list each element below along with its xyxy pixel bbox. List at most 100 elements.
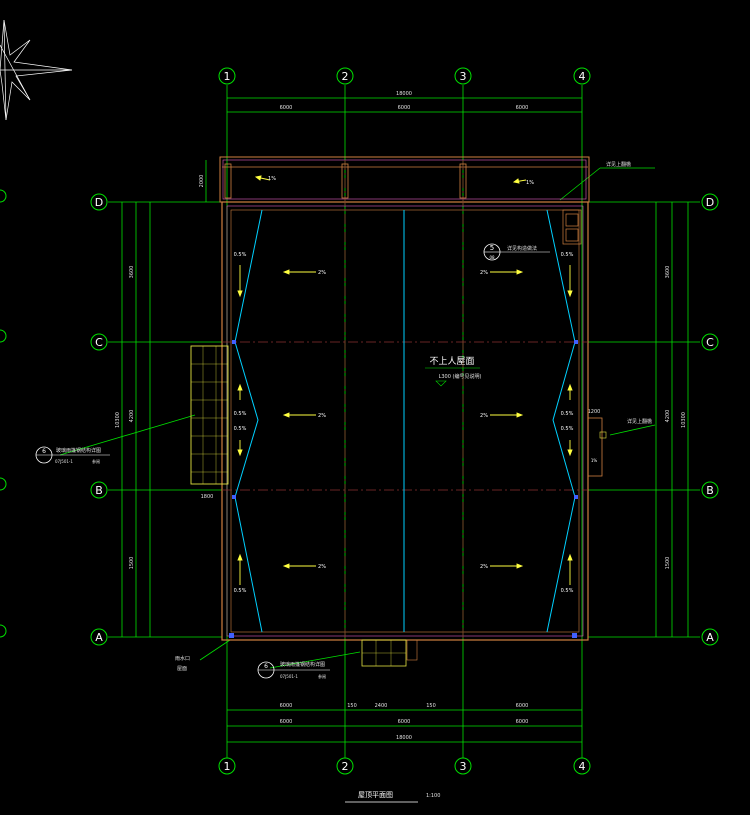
drawing-title-block: 屋顶平面图 1:100 bbox=[345, 791, 440, 803]
slope-label-r3-left: 2% bbox=[318, 564, 326, 570]
axis-label-row-b-right: B bbox=[706, 484, 714, 497]
axis-label-row-d-right: D bbox=[706, 196, 714, 209]
dim-left-seg-3: 1500 bbox=[129, 557, 135, 570]
axis-label-col-2-bottom: 2 bbox=[342, 760, 349, 773]
detail-callout-bottom: 6 玻璃雨篷钢结构详图 07J501-1 参阅 bbox=[257, 661, 330, 679]
roof-perimeter bbox=[221, 201, 589, 641]
dim-bottom-r1-3: 2400 bbox=[375, 703, 388, 709]
slope-label-r1-left: 2% bbox=[318, 270, 326, 276]
axis-label-col-1-bottom: 1 bbox=[224, 760, 231, 773]
roof-type-annotation: 不上人屋面 L300 (编号见说明) bbox=[425, 356, 482, 387]
detail-sheet-08: 08 bbox=[489, 255, 495, 260]
dim-canopy-width: 1800 bbox=[201, 494, 214, 500]
detail-number-6-bottom: 6 bbox=[264, 663, 268, 670]
drawing-title: 屋顶平面图 bbox=[358, 791, 393, 799]
axis-label-row-b-left: B bbox=[95, 484, 103, 497]
slope-label-r2-left: 2% bbox=[318, 413, 326, 419]
slope-label-top-left: 1% bbox=[268, 176, 276, 182]
structural-axes bbox=[222, 160, 588, 640]
drainage-ridges bbox=[234, 209, 576, 633]
dim-bottom-r2-1: 6000 bbox=[280, 719, 293, 725]
axis-label-col-3-top: 3 bbox=[460, 70, 467, 83]
dim-left-seg-1: 3600 bbox=[129, 266, 135, 279]
column-axis-bubbles-top bbox=[218, 67, 591, 85]
dim-top-seg-2: 6000 bbox=[398, 105, 411, 111]
canopy-note-left: 玻璃雨篷钢结构详图 bbox=[56, 447, 101, 454]
dim-bottom-total: 18000 bbox=[396, 735, 412, 741]
slope-label-r3-right: 2% bbox=[480, 564, 488, 570]
dim-right-seg-2: 4200 bbox=[665, 410, 671, 423]
drain-note-sub: 屋面 bbox=[177, 666, 187, 672]
axis-label-col-1-top: 1 bbox=[224, 70, 231, 83]
north-arrow-icon bbox=[0, 19, 73, 121]
right-canopy-slope: 1% bbox=[591, 458, 598, 463]
axis-label-row-a-right: A bbox=[706, 631, 714, 644]
gutter-note: 详见上翻檐 bbox=[606, 161, 631, 168]
drain-markers bbox=[229, 340, 578, 638]
slope-label-top-right: 1% bbox=[526, 180, 534, 186]
dim-right-seg-1: 3600 bbox=[665, 266, 671, 279]
dim-bottom-r1-2: 150 bbox=[347, 703, 357, 709]
roof-type-label: 不上人屋面 bbox=[429, 356, 474, 367]
dim-right-seg-3: 1500 bbox=[665, 557, 671, 570]
roof-hatch bbox=[562, 209, 582, 245]
dim-bottom-r2-2: 6000 bbox=[398, 719, 411, 725]
detail-callout-top: 5 08 详见构造做法 bbox=[483, 243, 550, 261]
bottom-canopy bbox=[361, 639, 418, 667]
slope-label-r2-right: 2% bbox=[480, 413, 488, 419]
dim-bottom-r2-3: 6000 bbox=[516, 719, 529, 725]
axis-label-col-3-bottom: 3 bbox=[460, 760, 467, 773]
dim-bottom-r1-5: 6000 bbox=[516, 703, 529, 709]
detail-refer-bottom: 参阅 bbox=[318, 673, 326, 679]
slope-label-r1-right: 2% bbox=[480, 270, 488, 276]
dim-top-total: 18000 bbox=[396, 91, 412, 97]
slope-half-4: 0.5% bbox=[234, 426, 247, 432]
right-canopy: 详见上翻檐 1% bbox=[587, 417, 652, 477]
axis-label-row-c-right: C bbox=[706, 336, 714, 349]
slope-half-5: 0.5% bbox=[561, 411, 574, 417]
slope-half-3: 0.5% bbox=[234, 411, 247, 417]
drain-note-text: 雨水口 bbox=[175, 655, 190, 662]
axis-label-row-c-left: C bbox=[95, 336, 103, 349]
axis-guides bbox=[59, 85, 700, 758]
slope-half-1: 0.5% bbox=[234, 252, 247, 258]
slope-half-8: 0.5% bbox=[561, 588, 574, 594]
dim-overhang: 2000 bbox=[199, 175, 205, 188]
row-axis-bubbles-right bbox=[701, 193, 719, 646]
dim-top-seg-1: 6000 bbox=[280, 105, 293, 111]
column-axis-bubbles-bottom bbox=[218, 757, 591, 775]
detail-callout-left: 6 玻璃雨篷钢结构详图 07J501-1 参阅 bbox=[35, 446, 110, 464]
row-axis-bubbles-left bbox=[90, 193, 108, 646]
dim-canopy-depth-right: 1200 bbox=[588, 409, 601, 415]
slope-half-2: 0.5% bbox=[561, 252, 574, 258]
roof-spec-label: L300 (编号见说明) bbox=[439, 373, 482, 380]
detail-refer-left: 参阅 bbox=[92, 458, 100, 464]
drawing-scale: 1:100 bbox=[426, 793, 440, 799]
detail-ref-top-text: 详见构造做法 bbox=[507, 245, 537, 252]
detail-ref-bottom-text: 玻璃雨篷钢结构详图 bbox=[280, 661, 325, 668]
gutter-posts bbox=[224, 163, 467, 199]
axis-label-col-2-top: 2 bbox=[342, 70, 349, 83]
detail-sheet-bottom: 07J501-1 bbox=[280, 674, 298, 679]
left-glass-canopy bbox=[190, 345, 229, 485]
dim-bottom-r1-4: 150 bbox=[426, 703, 436, 709]
detail-number-6-left: 6 bbox=[42, 448, 46, 455]
detail-number-5: 5 bbox=[490, 244, 494, 252]
detail-sheet-left: 07J501-1 bbox=[55, 459, 73, 464]
edge-bubbles bbox=[0, 189, 7, 638]
right-canopy-note: 详见上翻檐 bbox=[627, 418, 652, 425]
axis-label-col-4-top: 4 bbox=[579, 70, 586, 83]
slope-arrows bbox=[237, 175, 573, 585]
slope-half-6: 0.5% bbox=[561, 426, 574, 432]
slope-half-7: 0.5% bbox=[234, 588, 247, 594]
axis-label-row-a-left: A bbox=[95, 631, 103, 644]
dim-bottom-r1-1: 6000 bbox=[280, 703, 293, 709]
dim-top-seg-3: 6000 bbox=[516, 105, 529, 111]
dim-right-total: 10300 bbox=[681, 412, 687, 428]
dim-left-total: 10300 bbox=[115, 412, 121, 428]
drain-note: 雨水口 屋面 bbox=[175, 655, 190, 672]
axis-label-row-d-left: D bbox=[95, 196, 103, 209]
axis-label-col-4-bottom: 4 bbox=[579, 760, 586, 773]
dim-left-seg-2: 4200 bbox=[129, 410, 135, 423]
